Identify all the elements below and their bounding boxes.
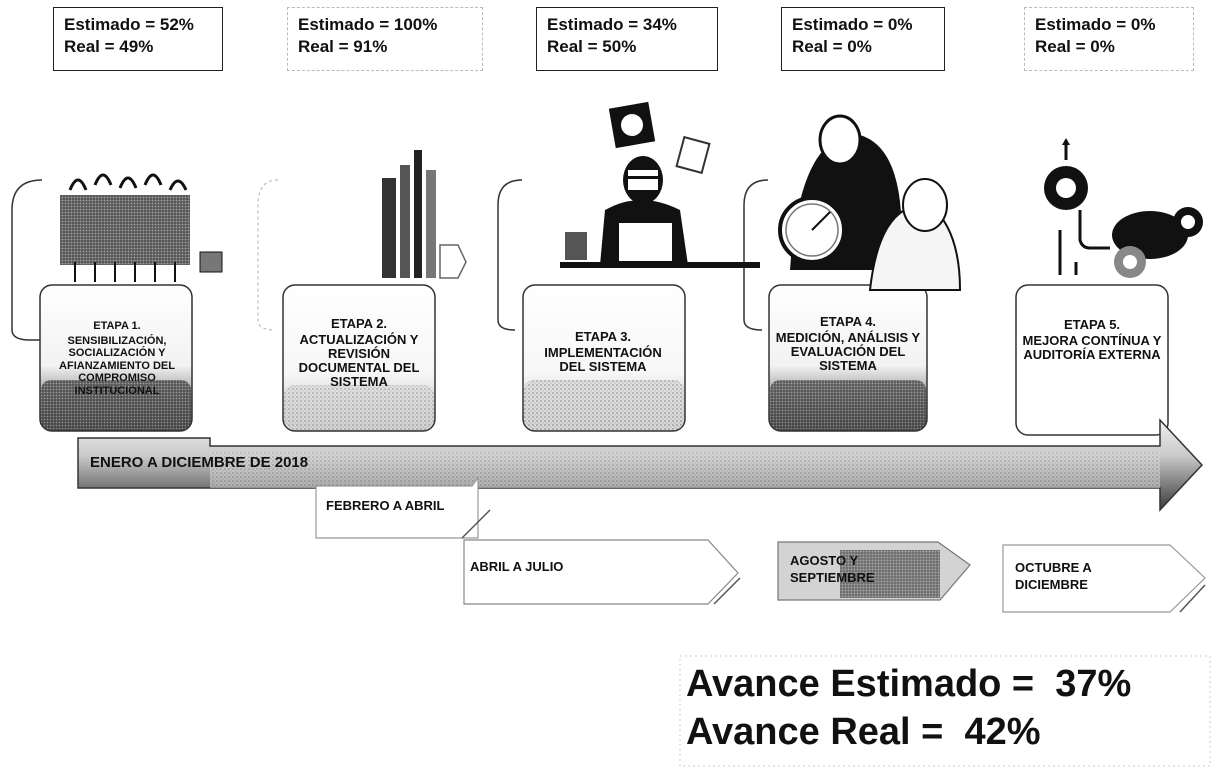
stage3-card-texture xyxy=(524,380,684,430)
stage5-description: MEJORA CONTÍNUA Y AUDITORÍA EXTERNA xyxy=(1022,333,1162,362)
stage5-card xyxy=(1015,284,1169,436)
stage4-label: ETAPA 4. MEDICIÓN, ANÁLISIS Y EVALUACIÓN… xyxy=(775,315,921,373)
period4-arrow xyxy=(1002,544,1206,613)
summary-real: Avance Real = 42% xyxy=(686,711,1041,753)
stage3-label: ETAPA 3. IMPLEMENTACIÓN DEL SISTEMA xyxy=(530,330,676,374)
stage4-card-texture xyxy=(770,380,926,430)
period1-arrow-tip xyxy=(461,509,491,539)
stage2-label: ETAPA 2. ACTUALIZACIÓN Y REVISIÓN DOCUME… xyxy=(290,317,428,389)
stage1-card-texture xyxy=(41,380,191,430)
stage4-evaluation-image xyxy=(778,114,962,291)
stage1-frame xyxy=(11,179,43,341)
stage4-real: Real = 0% xyxy=(792,37,872,56)
stage1-estimado: Estimado = 52% xyxy=(64,15,194,34)
stage1-audience-image xyxy=(60,173,223,282)
stage5-estimado: Estimado = 0% xyxy=(1035,15,1156,34)
stage3-progress-box: Estimado = 34% Real = 50% xyxy=(536,7,718,71)
stage5-label: ETAPA 5. MEJORA CONTÍNUA Y AUDITORÍA EXT… xyxy=(1022,318,1162,362)
stage2-frame xyxy=(257,179,279,331)
period4-label: OCTUBRE A DICIEMBRE xyxy=(1015,560,1092,592)
period2-arrow xyxy=(463,539,739,605)
stage2-title: ETAPA 2. xyxy=(330,316,388,331)
period2-label: ABRIL A JULIO xyxy=(470,559,564,574)
stage2-card-texture xyxy=(284,385,434,430)
timeline-banner-label: ENERO A DICIEMBRE DE 2018 xyxy=(90,454,309,471)
stage2-books-image xyxy=(382,150,467,279)
stage4-estimado: Estimado = 0% xyxy=(792,15,913,34)
period1-arrow xyxy=(315,476,479,539)
stage4-title: ETAPA 4. xyxy=(819,314,877,329)
stage3-frame xyxy=(497,179,523,331)
stage3-description: IMPLEMENTACIÓN DEL SISTEMA xyxy=(544,345,662,374)
period1-label: FEBRERO A ABRIL xyxy=(326,498,445,513)
stage4-frame xyxy=(743,179,769,331)
stage5-gears-image xyxy=(1044,138,1203,278)
stage3-real: Real = 50% xyxy=(547,37,637,56)
stage2-progress-box: Estimado = 100% Real = 91% xyxy=(287,7,483,71)
summary: Avance Estimado = 37% Avance Real = 42% xyxy=(686,660,1131,756)
stage5-progress-box: Estimado = 0% Real = 0% xyxy=(1024,7,1194,71)
summary-box xyxy=(679,655,1211,767)
stage4-description: MEDICIÓN, ANÁLISIS Y EVALUACIÓN DEL SIST… xyxy=(775,330,921,373)
stage3-title: ETAPA 3. xyxy=(574,329,632,344)
summary-estimado: Avance Estimado = 37% xyxy=(686,663,1132,705)
period4-arrow-tip xyxy=(1179,584,1206,613)
timeline-banner-texture xyxy=(210,452,1160,488)
stage2-real: Real = 91% xyxy=(298,37,388,56)
stage3-estimado: Estimado = 34% xyxy=(547,15,677,34)
stage2-estimado: Estimado = 100% xyxy=(298,15,438,34)
stage1-progress-box: Estimado = 52% Real = 49% xyxy=(53,7,223,71)
stage1-label: ETAPA 1. SENSIBILIZACIÓN, SOCIALIZACIÓN … xyxy=(44,320,190,397)
stage5-real: Real = 0% xyxy=(1035,37,1115,56)
stage3-office-image xyxy=(560,101,760,268)
stage1-title: ETAPA 1. xyxy=(93,320,141,332)
stage2-description: ACTUALIZACIÓN Y REVISIÓN DOCUMENTAL DEL … xyxy=(298,332,420,389)
stage1-real: Real = 49% xyxy=(64,37,154,56)
stage5-title: ETAPA 5. xyxy=(1063,317,1121,332)
period3-label: AGOSTO Y SEPTIEMBRE xyxy=(790,553,875,585)
stage1-description: SENSIBILIZACIÓN, SOCIALIZACIÓN Y AFIANZA… xyxy=(59,334,175,397)
period3-arrow-texture xyxy=(840,550,940,598)
stage4-progress-box: Estimado = 0% Real = 0% xyxy=(781,7,945,71)
period2-arrow-tip xyxy=(713,577,741,605)
